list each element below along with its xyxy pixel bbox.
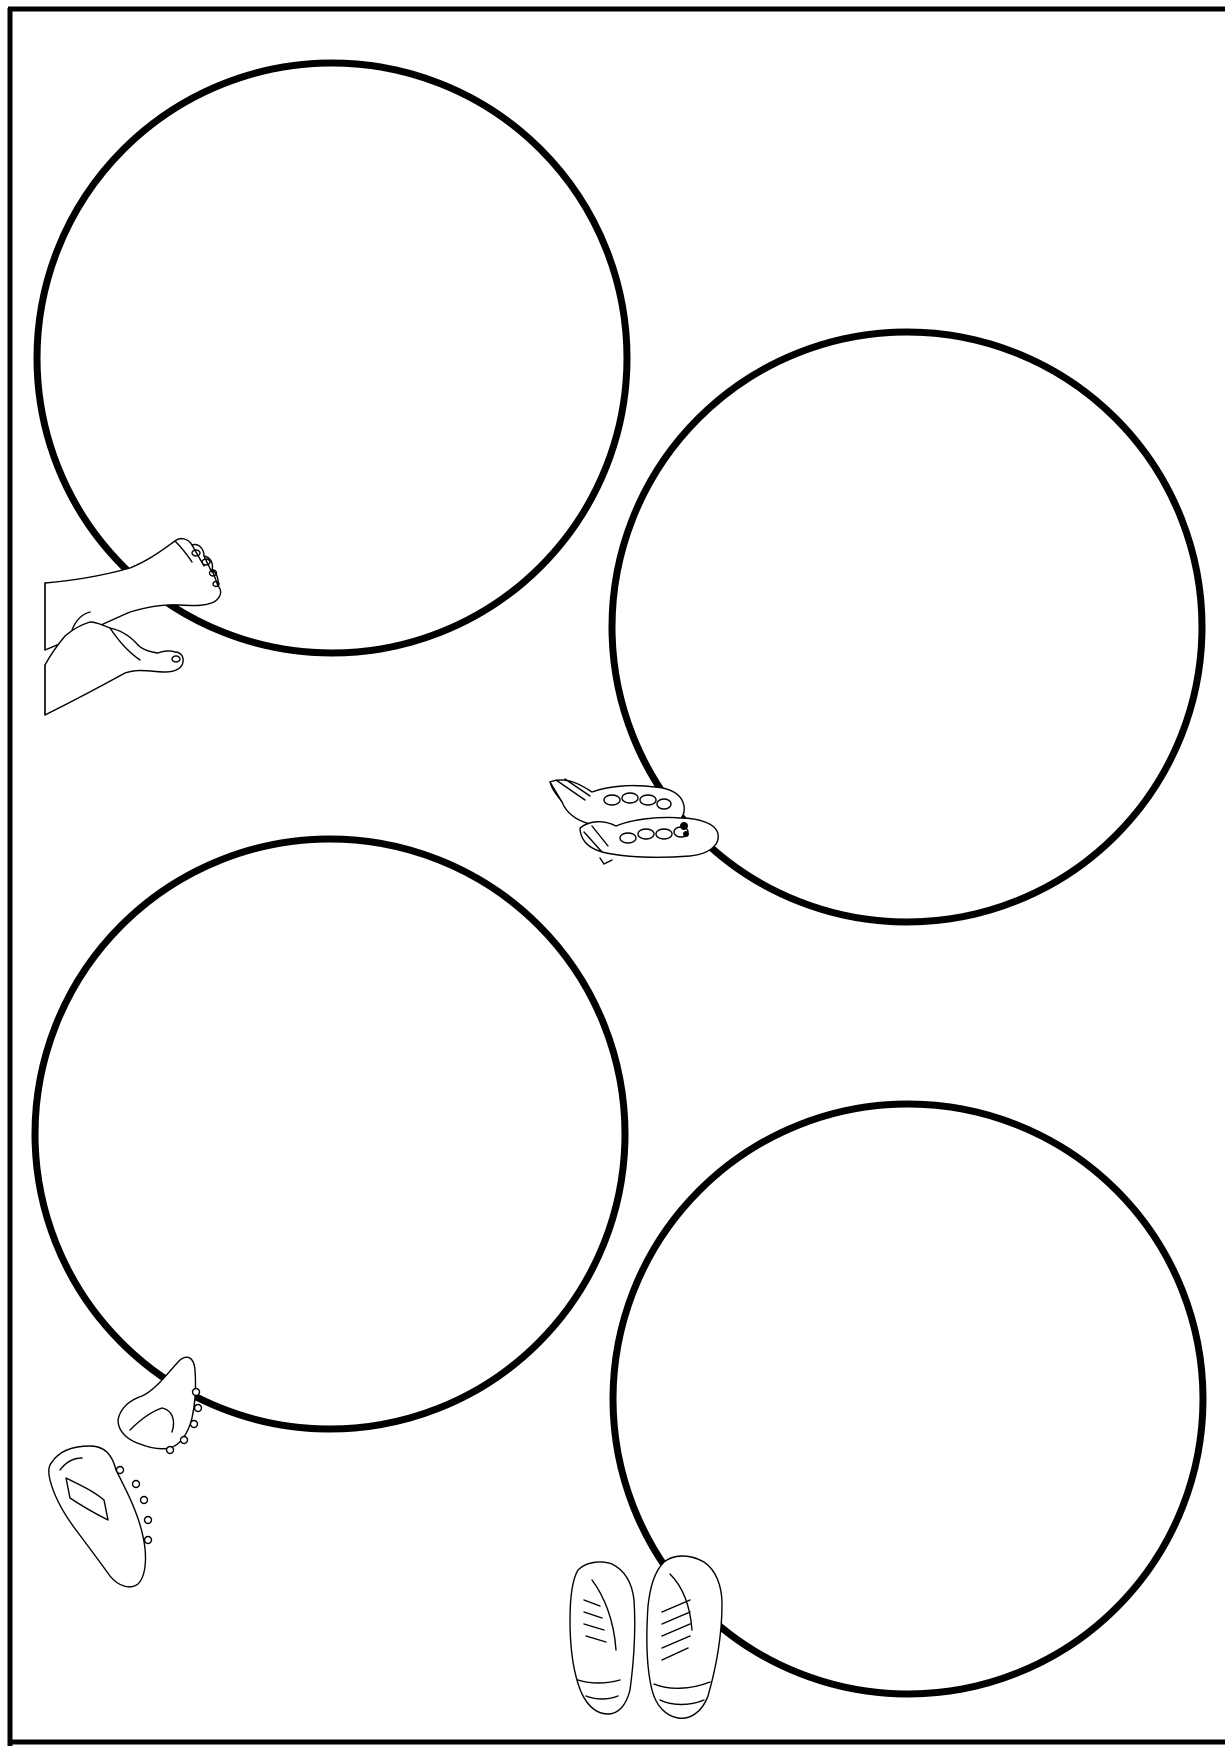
sneakers-icon bbox=[570, 1556, 722, 1718]
football-boots-icon bbox=[49, 1357, 202, 1587]
circle-1 bbox=[37, 63, 627, 653]
circle-3 bbox=[35, 839, 625, 1429]
